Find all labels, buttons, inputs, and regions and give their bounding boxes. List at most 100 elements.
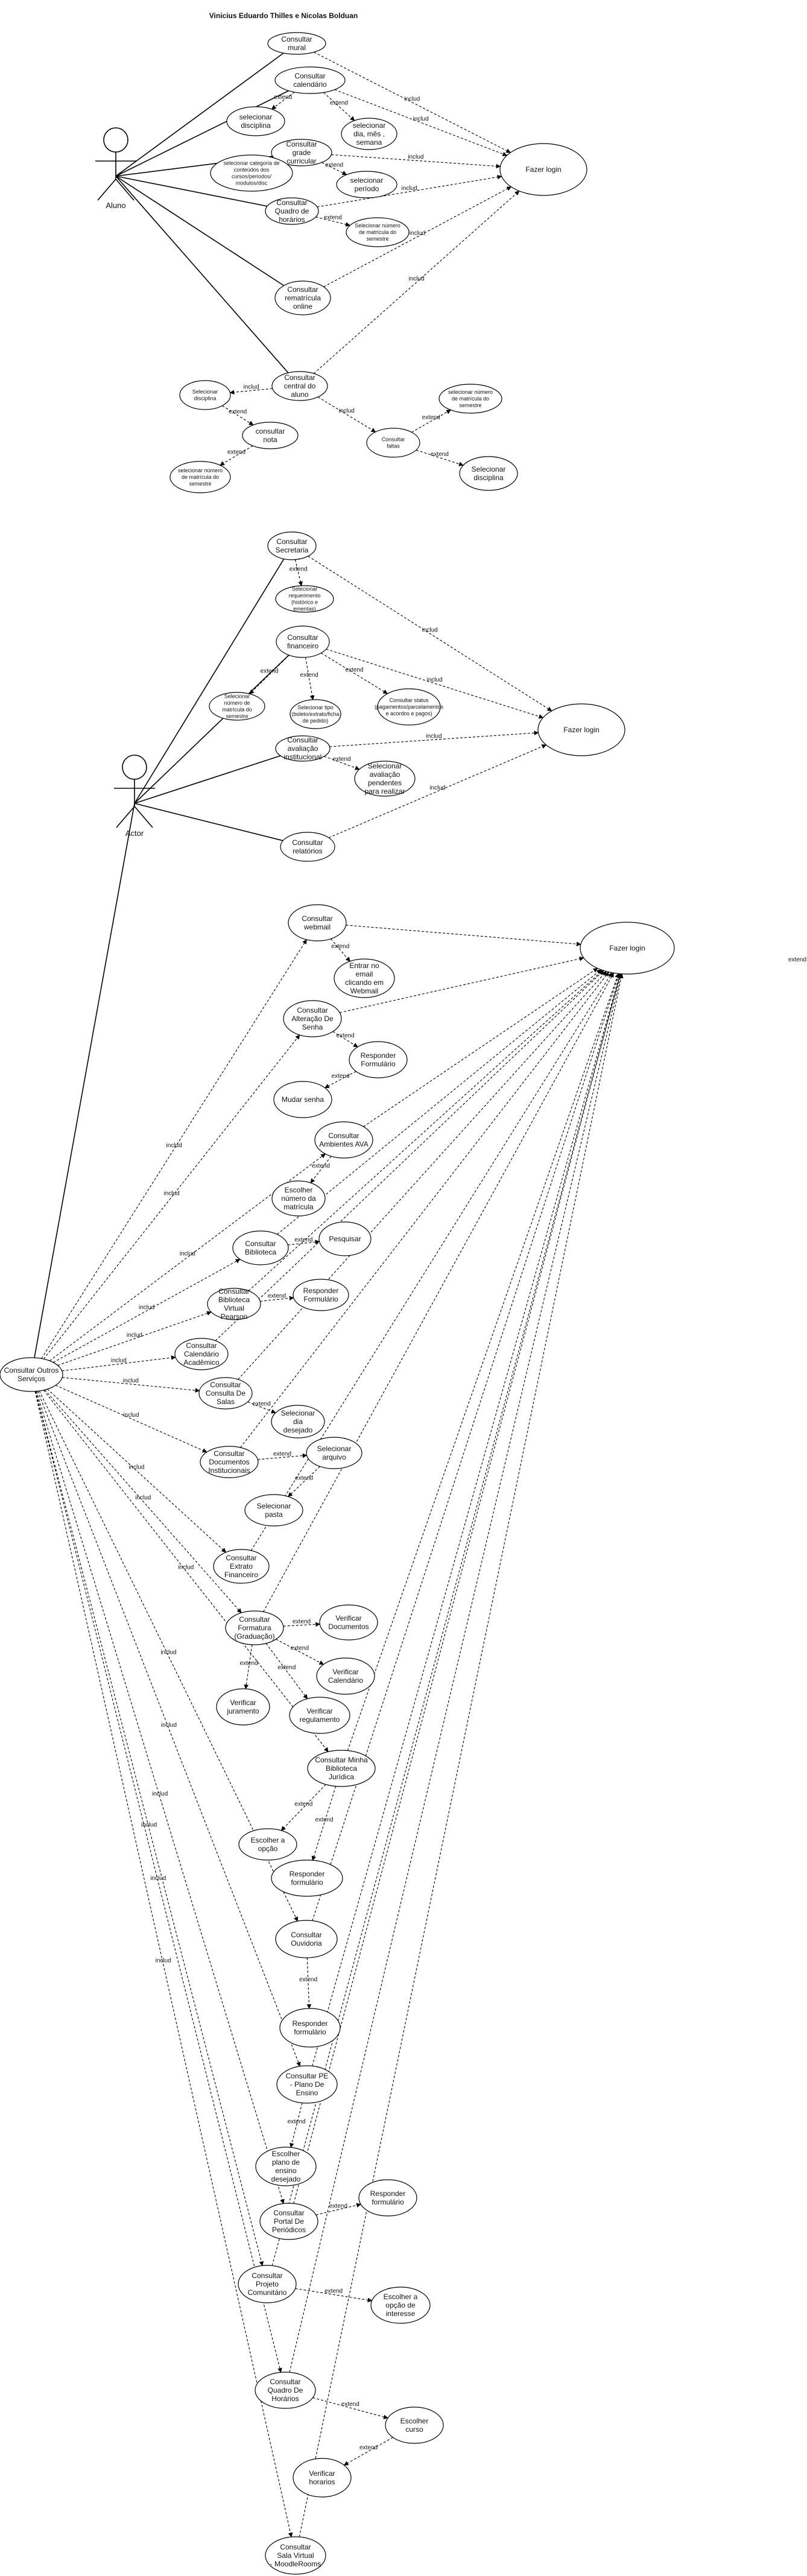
use-case-fazer-login[interactable]: Fazer login bbox=[499, 143, 587, 196]
use-case-ellipse[interactable] bbox=[306, 1437, 362, 1469]
use-case-ellipse[interactable] bbox=[537, 703, 625, 756]
use-case-ellipse[interactable] bbox=[216, 1688, 270, 1726]
use-case-ellipse[interactable] bbox=[293, 1279, 349, 1311]
use-case-ellipse[interactable] bbox=[225, 1610, 284, 1645]
use-case-ellipse[interactable] bbox=[316, 1657, 375, 1695]
use-case-ellipse[interactable] bbox=[288, 904, 347, 941]
use-case-ellipse[interactable] bbox=[274, 280, 331, 315]
use-case-ellipse[interactable] bbox=[273, 1081, 332, 1118]
actor-aluno[interactable]: Aluno bbox=[95, 127, 136, 210]
use-case-ellipse[interactable] bbox=[226, 106, 285, 136]
use-case-ellipse[interactable] bbox=[319, 1604, 378, 1641]
use-case-ellipse[interactable] bbox=[293, 2458, 352, 2498]
use-case-ellipse[interactable] bbox=[307, 1750, 376, 1787]
use-case-ellipse[interactable] bbox=[179, 380, 231, 410]
use-case-ellipse[interactable] bbox=[377, 688, 441, 726]
use-case-fazer-login[interactable]: Fazer login bbox=[537, 703, 625, 756]
use-case-ellipse[interactable] bbox=[275, 1920, 338, 1958]
actor-actor[interactable]: Actor bbox=[114, 755, 155, 838]
use-case-mudar-senha[interactable]: Mudar senha bbox=[273, 1081, 332, 1118]
use-case-ellipse[interactable] bbox=[334, 958, 395, 998]
use-case-ellipse[interactable] bbox=[385, 2407, 444, 2444]
use-case-ellipse[interactable] bbox=[280, 832, 335, 862]
use-case-ellipse[interactable] bbox=[349, 1041, 408, 1078]
use-case-ellipse[interactable] bbox=[265, 197, 319, 225]
use-case-ellipse[interactable] bbox=[336, 171, 397, 198]
use-case-ellipse[interactable] bbox=[174, 1338, 229, 1370]
use-case-ellipse[interactable] bbox=[274, 66, 346, 94]
use-case-ellipse[interactable] bbox=[267, 32, 326, 55]
use-case-ellipse[interactable] bbox=[279, 2008, 341, 2048]
use-case-ellipse[interactable] bbox=[276, 2065, 338, 2104]
use-case-ellipse[interactable] bbox=[198, 1377, 253, 1410]
use-case-ellipse[interactable] bbox=[499, 143, 587, 196]
use-case-ellipse[interactable] bbox=[354, 761, 416, 797]
use-case-ellipse[interactable] bbox=[265, 2536, 326, 2575]
use-case-ellipse[interactable] bbox=[318, 1221, 372, 1256]
use-case-ellipse[interactable] bbox=[207, 1288, 261, 1320]
use-case-ellipse[interactable] bbox=[271, 139, 332, 166]
use-case-ellipse[interactable] bbox=[289, 1697, 350, 1734]
use-case-ellipse[interactable] bbox=[438, 384, 502, 414]
use-case-ellipse[interactable] bbox=[242, 422, 299, 449]
use-case-ellipse[interactable] bbox=[271, 1405, 325, 1438]
use-case-ellipse[interactable] bbox=[213, 1549, 270, 1584]
use-case-ellipse[interactable] bbox=[275, 735, 331, 762]
use-case-ellipse[interactable] bbox=[267, 531, 317, 560]
use-case-ellipse[interactable] bbox=[358, 2179, 417, 2217]
use-case-ellipse[interactable] bbox=[244, 1494, 303, 1527]
use-case-ellipse[interactable] bbox=[271, 1180, 326, 1217]
use-case-fazer-login[interactable]: Fazer login bbox=[580, 922, 675, 975]
use-case-ellipse[interactable] bbox=[290, 699, 341, 729]
use-case-ellipse[interactable] bbox=[200, 1446, 259, 1478]
use-case-ellipse[interactable] bbox=[259, 2203, 318, 2240]
use-case-ellipse[interactable] bbox=[209, 692, 265, 721]
